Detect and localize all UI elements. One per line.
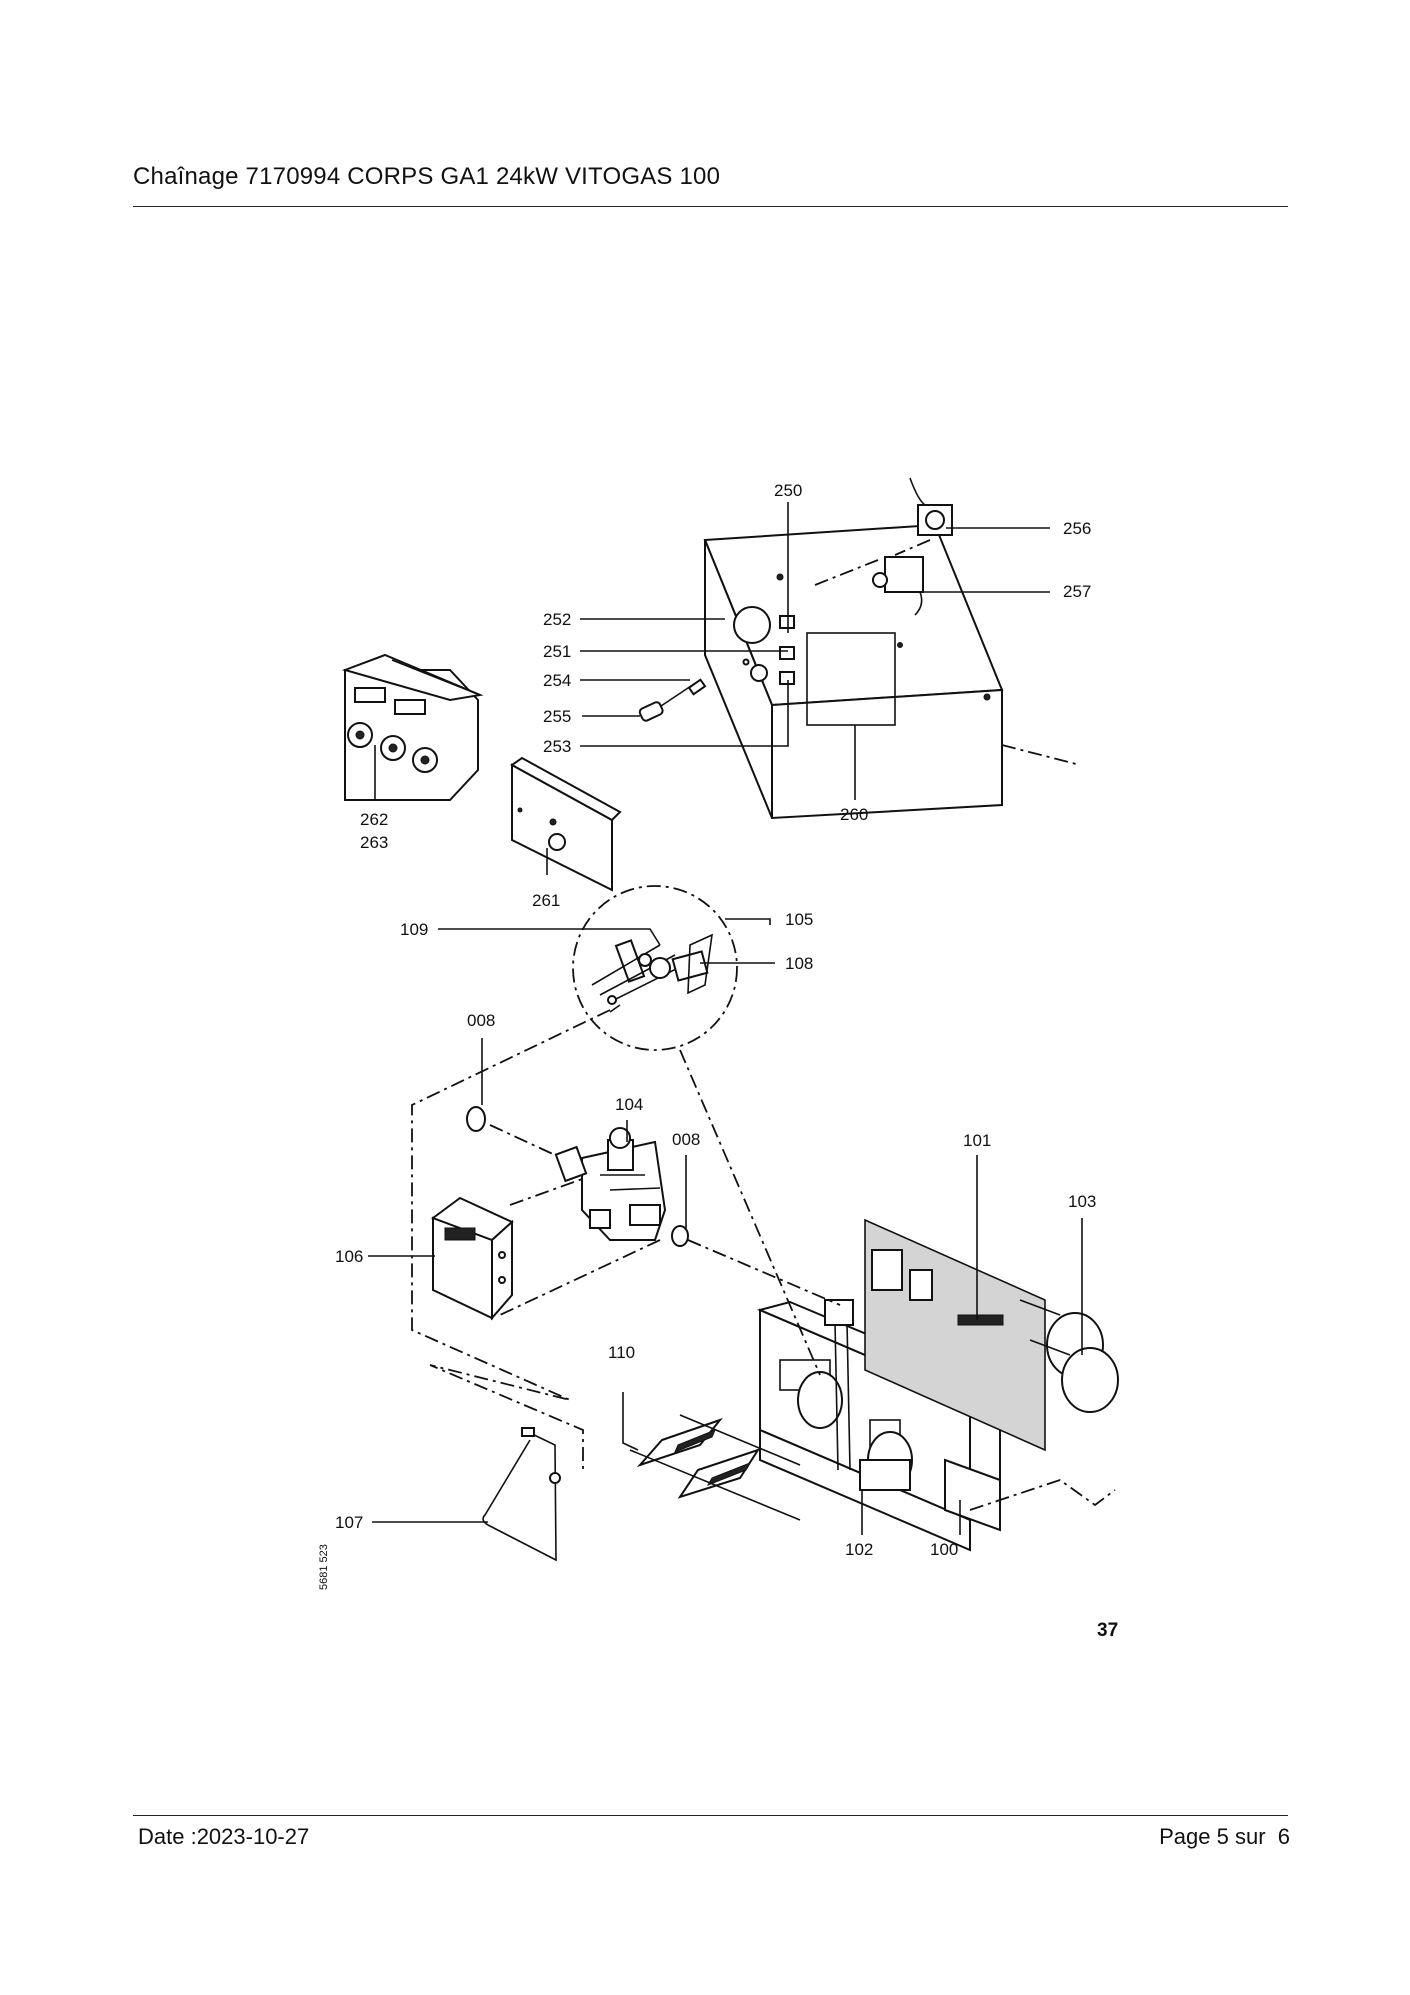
callout-255: 255: [543, 707, 571, 726]
callout-262: 262: [360, 810, 388, 829]
gas-valve: [554, 1127, 667, 1241]
figure-number: 37: [1097, 1620, 1118, 1641]
callout-254: 254: [543, 671, 571, 690]
burner-assembly: [756, 1218, 1119, 1552]
o-ring-seals: [466, 1106, 689, 1247]
footer-date: Date :2023-10-27: [138, 1824, 310, 1849]
footer-page-number: Page 5 sur 6: [1159, 1824, 1290, 1849]
callout-108: 108: [785, 954, 813, 973]
ignition-module: [430, 1196, 514, 1321]
pilot-burner-detail: [572, 885, 738, 1051]
callout-102: 102: [845, 1540, 873, 1559]
callout-261: 261: [532, 891, 560, 910]
callout-labels: 250 256 257 252 251 254 255 253 260 262 …: [335, 481, 1096, 1559]
burner-strips: [629, 1414, 801, 1521]
callout-107: 107: [335, 1513, 363, 1532]
callout-251: 251: [543, 642, 571, 661]
knob-part: [638, 678, 707, 722]
callout-leaders: [368, 502, 1083, 1535]
callout-109: 109: [400, 920, 428, 939]
footer-rule: [133, 1815, 1288, 1816]
callout-250: 250: [774, 481, 802, 500]
callout-008-right: 008: [672, 1130, 700, 1149]
callout-100: 100: [930, 1540, 958, 1559]
header-rule: [133, 206, 1288, 207]
callout-101: 101: [963, 1131, 991, 1150]
assembly-lines: [411, 1009, 841, 1470]
callout-253: 253: [543, 737, 571, 756]
callout-105: 105: [785, 910, 813, 929]
thermocouple-tube: [482, 1427, 561, 1562]
callout-104: 104: [615, 1095, 643, 1114]
programmer-module: [341, 653, 484, 801]
callout-103: 103: [1068, 1192, 1096, 1211]
callout-256: 256: [1063, 519, 1091, 538]
control-panel-housing: [703, 523, 1004, 820]
callout-106: 106: [335, 1247, 363, 1266]
callout-252: 252: [543, 610, 571, 629]
callout-008-left: 008: [467, 1011, 495, 1030]
page-title: Chaînage 7170994 CORPS GA1 24kW VITOGAS …: [133, 163, 721, 190]
callout-110: 110: [608, 1343, 635, 1362]
face-plate: [510, 756, 622, 892]
callout-257: 257: [1063, 582, 1091, 601]
callout-263: 263: [360, 833, 388, 852]
drawing-id: 5681 523: [318, 1544, 330, 1590]
callout-260: 260: [840, 805, 868, 824]
